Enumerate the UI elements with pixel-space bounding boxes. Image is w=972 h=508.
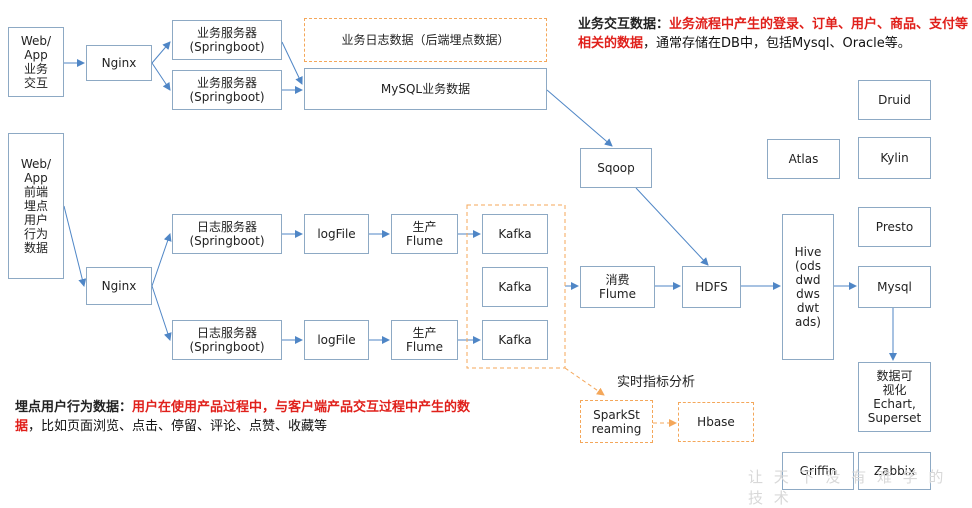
watermark: 让 天 下 没 有 难 学 的 技 术 — [748, 468, 947, 507]
arrow-nginx-to-log2 — [151, 285, 172, 341]
kylin-node: Kylin — [858, 137, 931, 179]
arrow-mysql-to-sqoop — [546, 89, 613, 147]
business-data-note: 业务交互数据：业务流程中产生的登录、订单、用户、商品、支付等相关的数据，通常存储… — [578, 15, 970, 53]
logfile-1-node: logFile — [304, 214, 369, 254]
druid-node: Druid — [858, 80, 931, 120]
realtime-analysis-label: 实时指标分析 — [617, 375, 696, 390]
tracking-note-highlight: 用户在使用产品过程中，与客户端产品交互过程中产生的数据 — [15, 400, 471, 434]
hive-node: Hive (ods dwd dws dwt ads) — [782, 214, 834, 360]
produce-flume-1-node: 生产 Flume — [391, 214, 458, 254]
connector-layer — [63, 41, 897, 427]
log-server-1-node: 日志服务器 (Springboot) — [172, 214, 282, 254]
biz-log-data-node: 业务日志数据（后端埋点数据） — [304, 18, 547, 62]
web-app-tracking-node: Web/ App 前端 埋点 用户 行为 数据 — [8, 133, 64, 279]
kafka-1-node: Kafka — [482, 214, 548, 254]
hdfs-node: HDFS — [682, 266, 741, 308]
spark-streaming-node: SparkSt reaming — [580, 400, 653, 443]
biz-server-1-node: 业务服务器 (Springboot) — [172, 20, 282, 60]
web-app-interaction-node: Web/ App 业务 交互 — [8, 27, 64, 97]
tracking-note-rest: ，比如页面浏览、点击、停留、评论、点赞、收藏等 — [28, 419, 328, 434]
griffin-node: Griffin — [782, 452, 854, 490]
tracking-data-note: 埋点用户行为数据：用户在使用产品过程中，与客户端产品交互过程中产生的数据，比如页… — [15, 398, 490, 436]
logfile-2-node: logFile — [304, 320, 369, 360]
arrow-sqoop-to-hdfs — [635, 187, 709, 266]
mysql-biz-node: MySQL业务数据 — [304, 68, 547, 110]
arrow-nginx-to-log1 — [151, 233, 172, 287]
arrow-nginx-to-biz2 — [151, 62, 171, 91]
arrow-kafka-to-spark — [564, 367, 605, 396]
kafka-cluster-dashed-group — [466, 204, 566, 369]
business-note-highlight: 业务流程中产生的登录、订单、用户、商品、支付等相关的数据 — [578, 17, 969, 51]
hbase-node: Hbase — [678, 402, 754, 442]
tracking-note-title: 埋点用户行为数据： — [15, 400, 133, 415]
kafka-3-node: Kafka — [482, 320, 548, 360]
atlas-node: Atlas — [767, 139, 840, 179]
kafka-2-node: Kafka — [482, 267, 548, 307]
zabbix-node: Zabbix — [858, 452, 931, 490]
arrow-nginx-to-biz1 — [151, 41, 171, 64]
mysql-output-node: Mysql — [858, 266, 931, 308]
produce-flume-2-node: 生产 Flume — [391, 320, 458, 360]
log-server-2-node: 日志服务器 (Springboot) — [172, 320, 282, 360]
arrow-web-to-nginx-bottom — [63, 205, 87, 287]
presto-node: Presto — [858, 207, 931, 247]
biz-server-2-node: 业务服务器 (Springboot) — [172, 70, 282, 110]
consume-flume-node: 消费 Flume — [580, 266, 655, 308]
sqoop-node: Sqoop — [580, 148, 652, 188]
visualization-node: 数据可 视化 Echart, Superset — [858, 362, 931, 432]
arrow-biz1-to-mysql — [281, 41, 303, 85]
nginx-top-node: Nginx — [86, 45, 152, 81]
business-note-title: 业务交互数据： — [578, 17, 670, 32]
nginx-bottom-node: Nginx — [86, 267, 152, 305]
business-note-rest: ，通常存储在DB中，包括Mysql、Oracle等。 — [643, 36, 911, 51]
